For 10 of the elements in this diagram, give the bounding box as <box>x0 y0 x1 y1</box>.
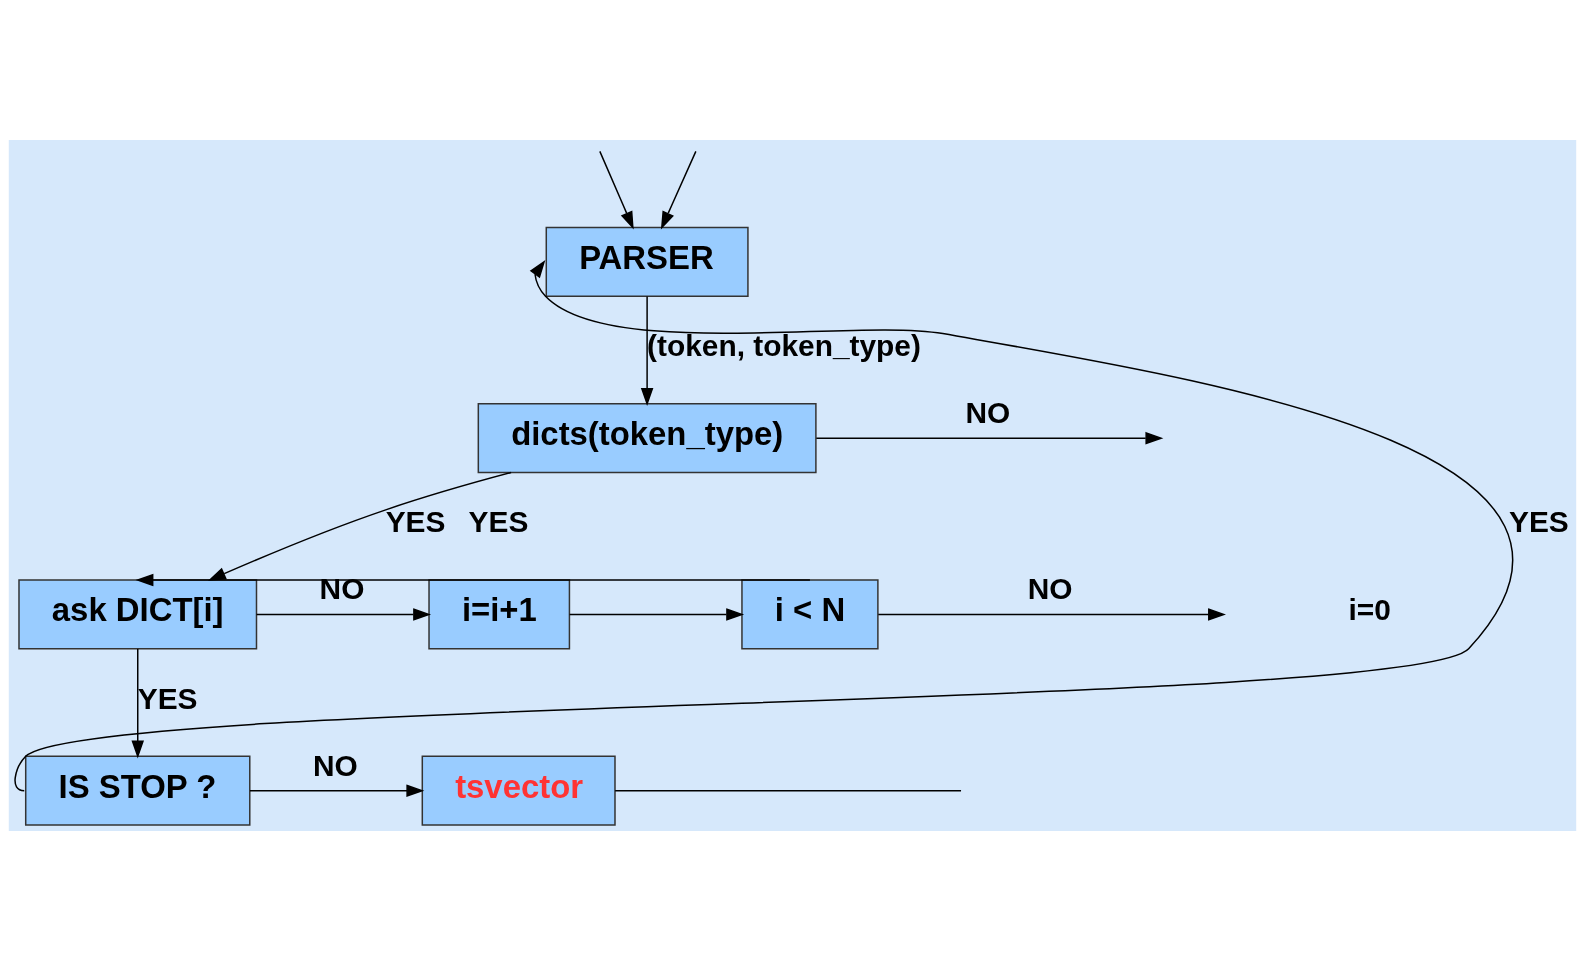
edge-label: (token, token_type) <box>647 328 921 362</box>
edge-label: YES <box>468 505 529 539</box>
edge-label: YES <box>137 681 198 715</box>
edge-label: NO <box>1027 572 1073 606</box>
edge-label: NO <box>312 748 358 782</box>
edge-label: NO <box>319 572 365 606</box>
edge-label: YES <box>385 505 446 539</box>
edge-label: YES <box>1508 505 1569 539</box>
edge-label: NO <box>965 396 1011 430</box>
label: i=0 <box>1348 593 1391 627</box>
